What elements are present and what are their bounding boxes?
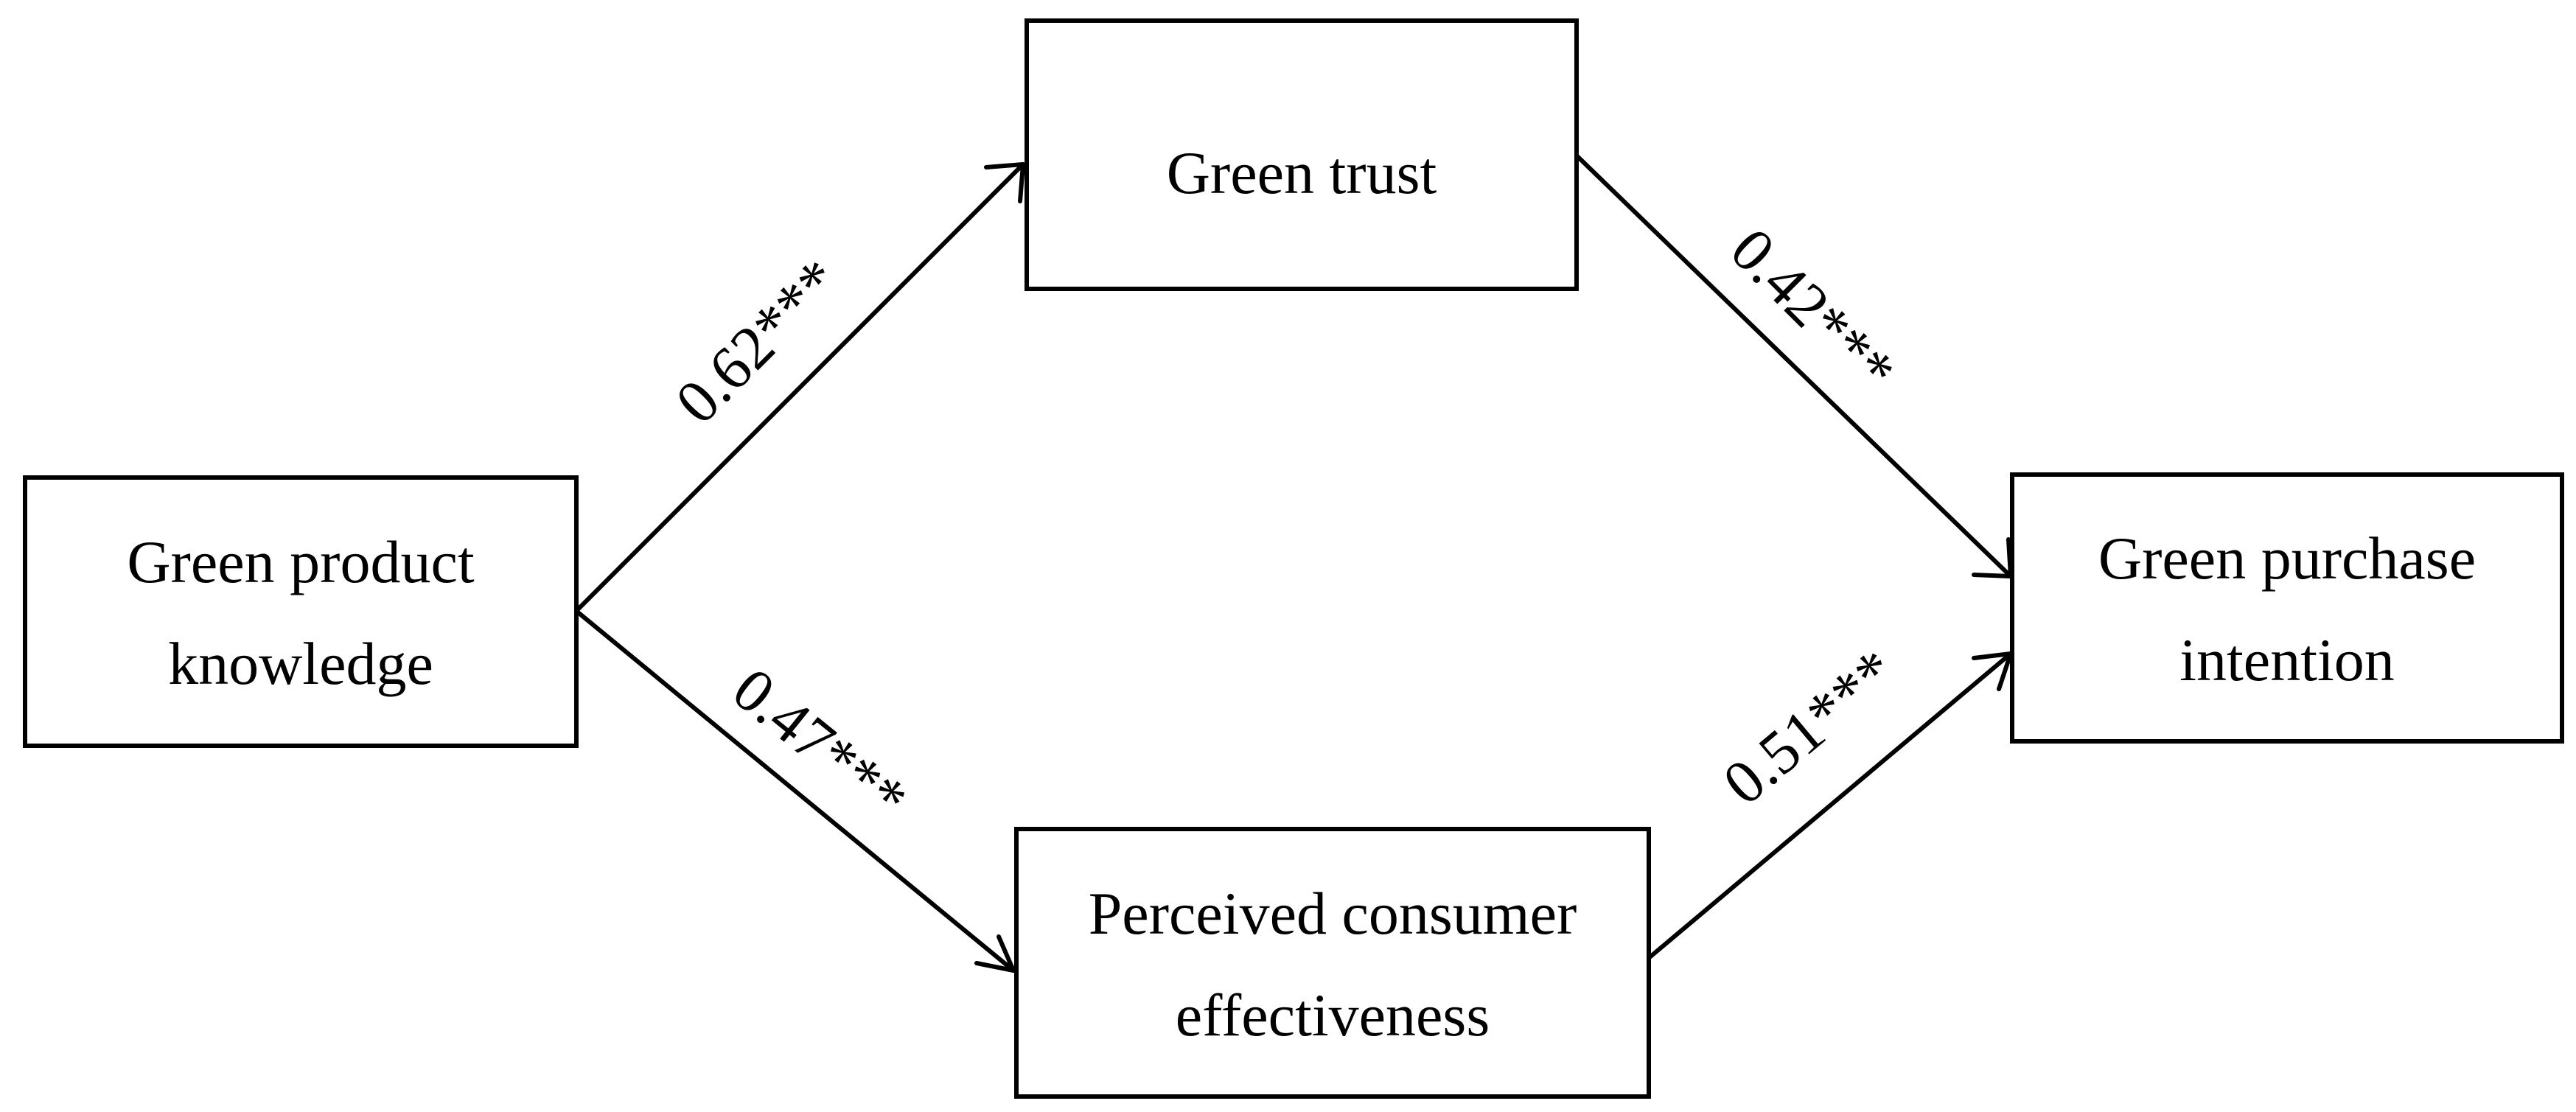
node-green-product-knowledge: Green product knowledge xyxy=(23,475,579,748)
node-label-line-1: Perceived consumer xyxy=(1089,880,1577,947)
arrow-line xyxy=(575,609,1016,973)
node-label-line-2: intention xyxy=(2179,626,2395,693)
node-green-purchase-intention: Green purchase intention xyxy=(2010,472,2564,744)
node-label-line-1: Green product xyxy=(127,528,475,595)
arrowhead-icon xyxy=(974,934,1016,973)
path-gpk-to-pce: 0.47*** xyxy=(575,609,1016,973)
path-coefficient: 0.42*** xyxy=(1717,215,1908,406)
arrowhead-icon xyxy=(1972,537,2013,578)
node-perceived-consumer-effectiveness: Perceived consumer effectiveness xyxy=(1014,827,1651,1099)
node-box xyxy=(1014,827,1651,1099)
arrow-line xyxy=(575,162,1025,612)
path-coefficient: 0.51*** xyxy=(1711,637,1909,819)
path-coefficient: 0.47*** xyxy=(720,655,920,835)
path-gpk-to-gt: 0.62*** xyxy=(575,162,1025,612)
node-box xyxy=(23,475,579,748)
node-label-line-2: knowledge xyxy=(168,630,433,697)
node-label-line-1: Green purchase xyxy=(2098,525,2476,592)
arrow-line xyxy=(1575,154,2013,578)
path-pce-to-gpi: 0.51*** xyxy=(1647,637,2013,960)
node-green-trust: Green trust xyxy=(1025,18,1579,291)
path-gt-to-gpi: 0.42*** xyxy=(1575,154,2013,578)
node-box xyxy=(2010,472,2564,744)
node-box xyxy=(1025,18,1579,291)
path-coefficient: 0.62*** xyxy=(663,246,854,437)
arrow-line xyxy=(1647,651,2013,960)
arrowhead-icon xyxy=(1972,651,2013,691)
node-label-line-1: Green trust xyxy=(1167,139,1437,206)
node-label-line-2: effectiveness xyxy=(1176,982,1490,1049)
arrowhead-icon xyxy=(984,162,1025,203)
